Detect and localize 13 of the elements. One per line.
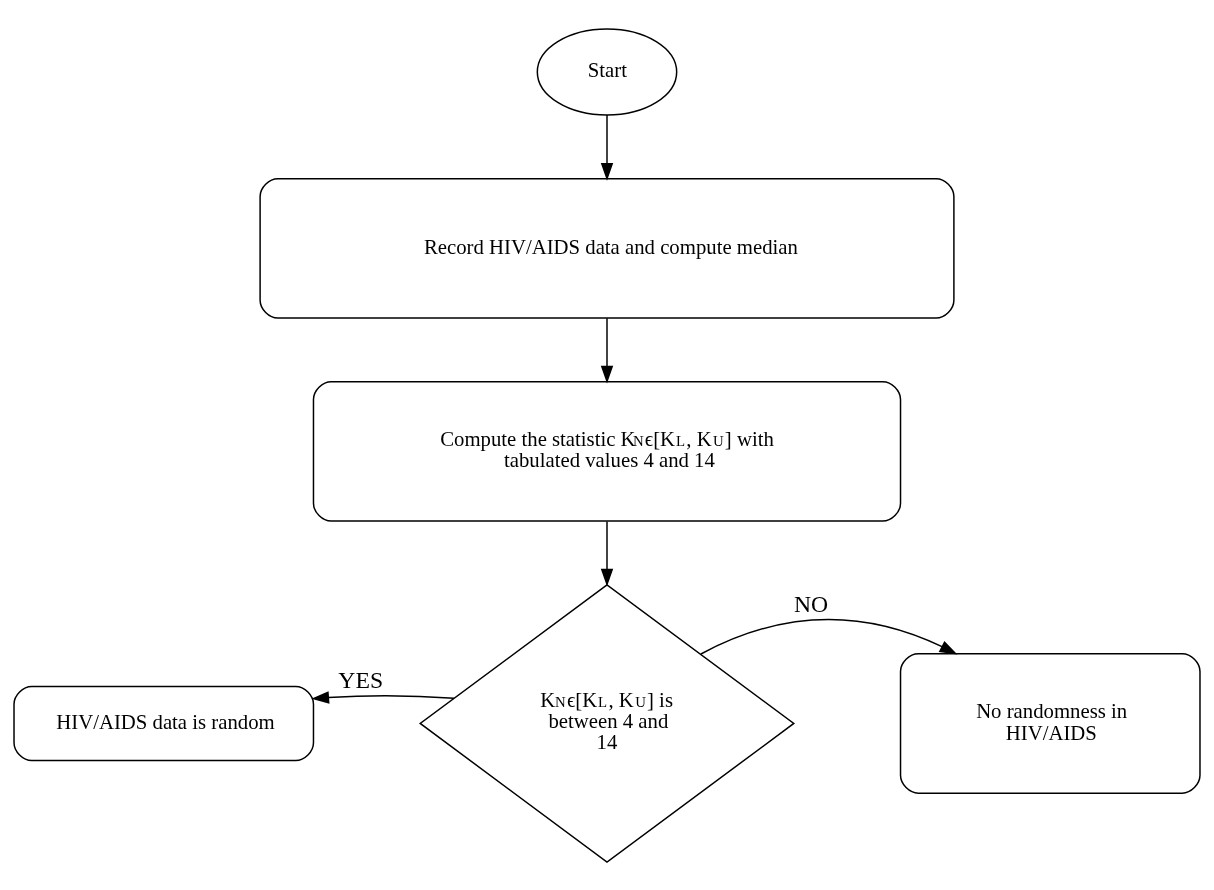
node-box: No randomness in HIV/AIDS	[899, 652, 1201, 794]
arrow	[600, 316, 614, 383]
node-box: Compute the statistic KNϵ[KL, KU] with tabulated values 4 and 14	[312, 380, 902, 522]
edge-label: YES	[338, 666, 384, 693]
node-box: Record HIV/AIDS data and compute median	[259, 177, 955, 319]
arrow	[600, 113, 614, 181]
arrow	[311, 690, 455, 704]
node-diamond: KNϵ[KL, KU] is between 4 and 14	[418, 583, 796, 863]
arrow	[700, 618, 958, 655]
arrow	[600, 520, 614, 587]
node-box: HIV/AIDS data is random	[13, 685, 315, 761]
node-ellipse: Start	[536, 27, 678, 116]
edge-label: NO	[793, 590, 829, 617]
